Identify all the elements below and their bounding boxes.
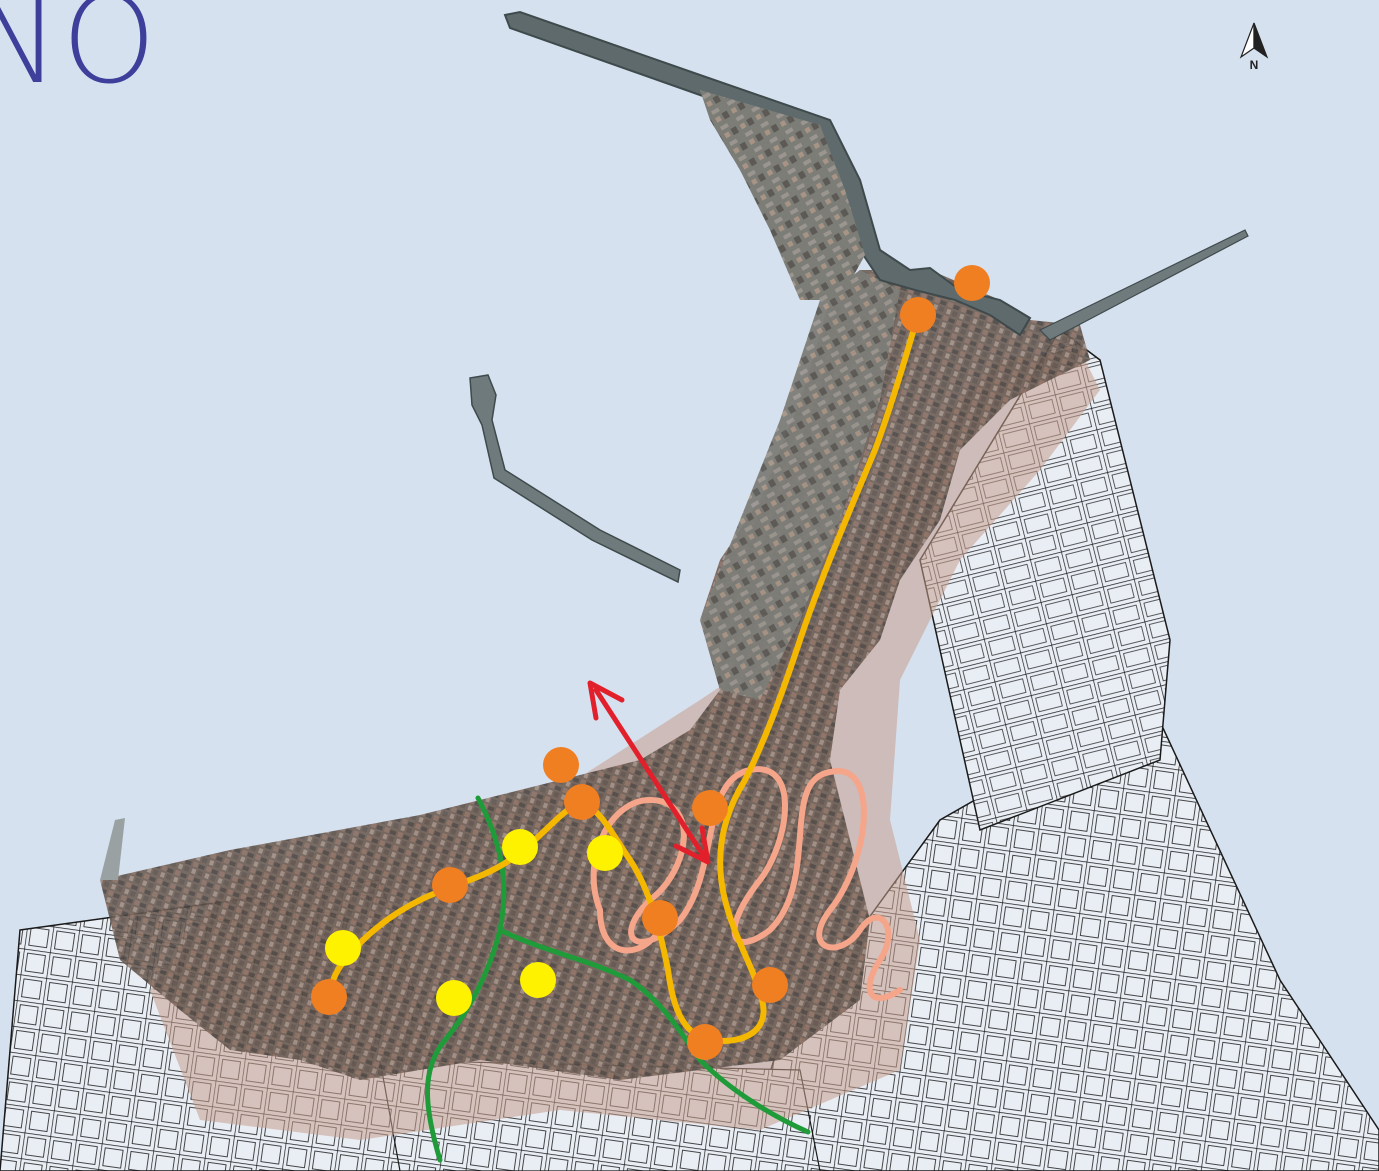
orange-point[interactable] [900, 297, 936, 333]
yellow-point[interactable] [436, 980, 472, 1016]
orange-point[interactable] [692, 790, 728, 826]
yellow-point[interactable] [520, 962, 556, 998]
orange-point[interactable] [564, 784, 600, 820]
green-route [425, 795, 811, 1163]
yellow-point[interactable] [325, 930, 361, 966]
orange-point[interactable] [954, 265, 990, 301]
yellow-point[interactable] [502, 829, 538, 865]
yellow-points [325, 829, 623, 1016]
yellow-point[interactable] [587, 835, 623, 871]
satellite-landmass [100, 270, 1090, 1080]
orange-point[interactable] [311, 979, 347, 1015]
connection-arrow-icon [587, 680, 711, 865]
orange-point[interactable] [642, 900, 678, 936]
north-arrow-icon: N [1239, 22, 1269, 72]
north-label: N [1250, 58, 1259, 72]
orange-point[interactable] [543, 747, 579, 783]
map-title-fragment: NO [0, 0, 159, 111]
breakwaters [469, 10, 1249, 584]
salmon-loop-route [590, 766, 903, 1001]
orange-point[interactable] [432, 867, 468, 903]
orange-points [311, 265, 990, 1060]
orange-point[interactable] [752, 967, 788, 1003]
orange-point[interactable] [687, 1024, 723, 1060]
